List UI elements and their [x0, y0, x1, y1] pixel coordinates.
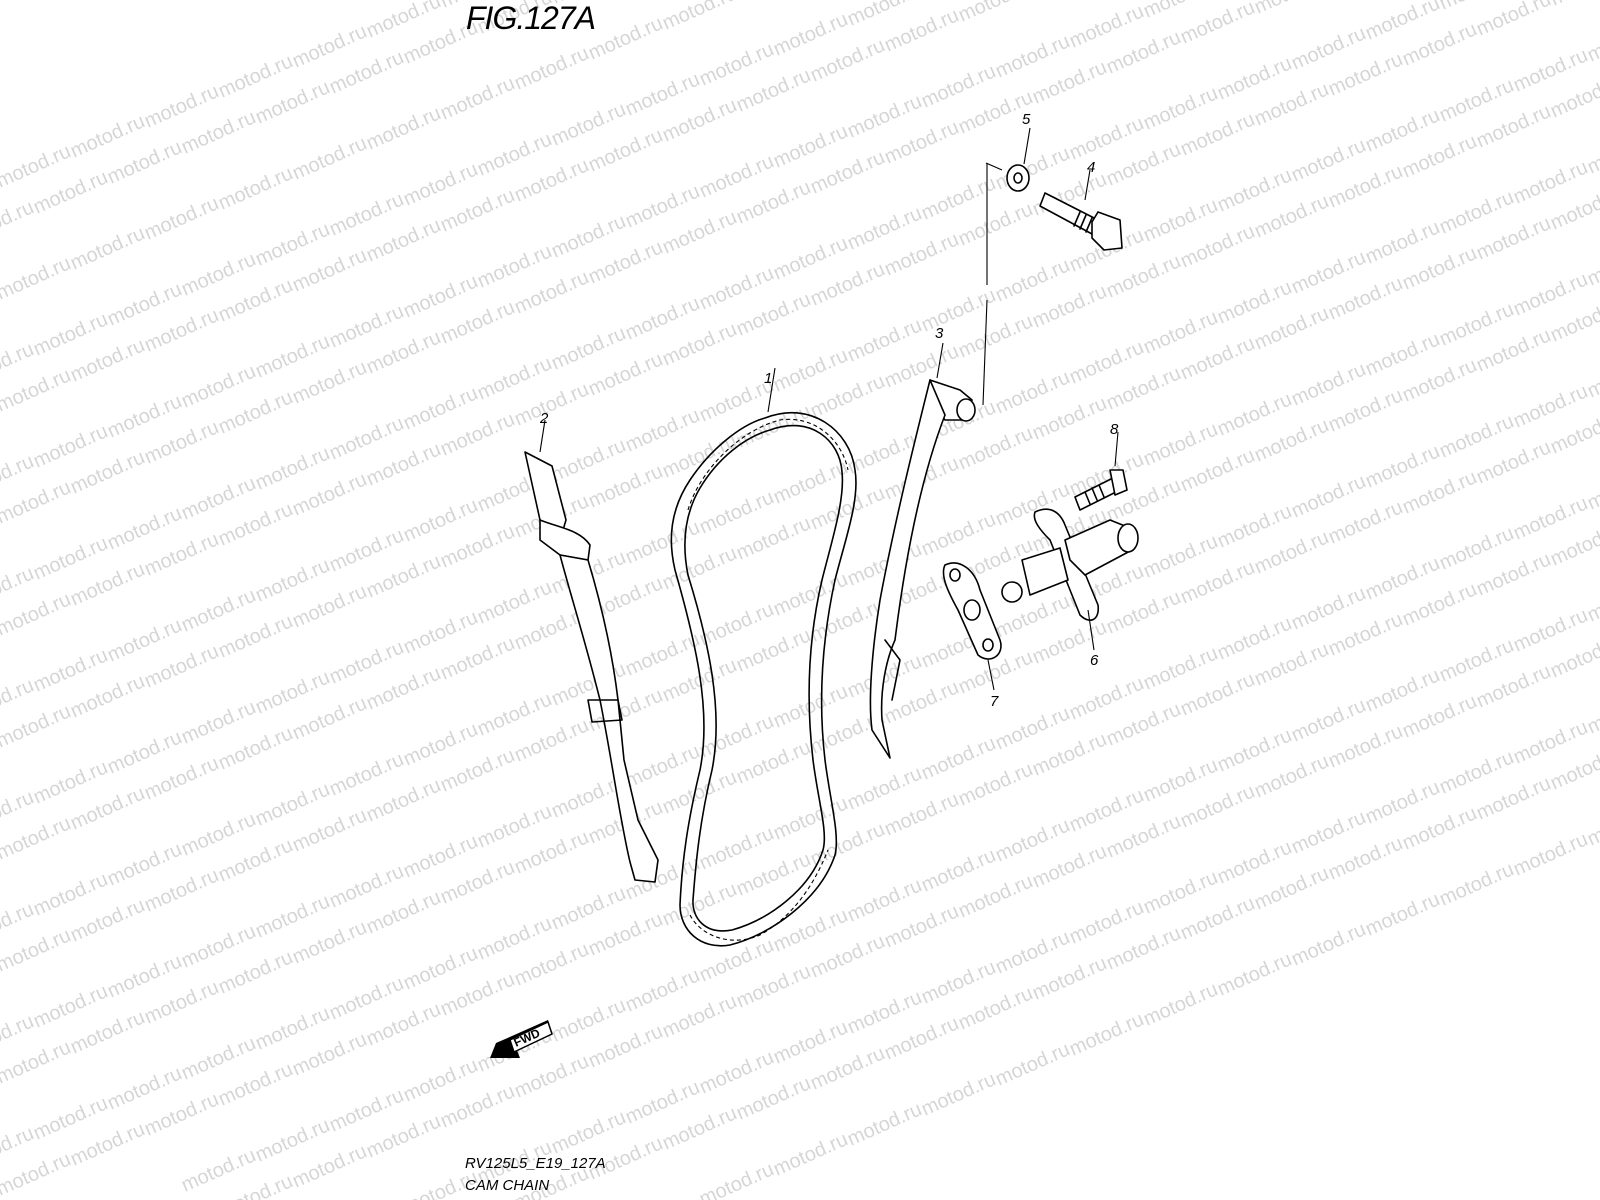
watermark-text: motod.ru	[0, 476, 74, 528]
watermark-text: motod.ru	[1547, 0, 1600, 11]
watermark-text: motod.ru	[67, 222, 148, 274]
cam-chain-tensioner: 6	[1001, 508, 1139, 669]
watermark-text: motod.ru	[1140, 978, 1221, 1030]
watermark-text: motod.ru	[0, 252, 74, 304]
watermark-text: motod.ru	[141, 192, 222, 244]
watermark-text: motod.ru	[1288, 918, 1369, 970]
chain-guide-right: 3	[869, 325, 976, 759]
watermark-text: motod.ru	[0, 1036, 74, 1088]
watermark-text: motod.ru	[1251, 0, 1332, 19]
figure-title: FIG.127A	[466, 0, 596, 36]
callout-1: 1	[764, 370, 772, 387]
diagram-name: CAM CHAIN	[465, 1177, 550, 1194]
watermark-text: motod.ru	[585, 12, 666, 64]
watermark-text: motod.ru	[0, 924, 74, 976]
callout-4: 4	[1087, 159, 1095, 176]
watermark-text: motod.ru	[1214, 948, 1295, 1000]
watermark-text: motod.ru	[1436, 858, 1517, 910]
watermark-text: motod.ru	[1177, 0, 1258, 49]
watermark-text: motod.ru	[955, 0, 1036, 27]
callout-6: 6	[1090, 652, 1099, 669]
cam-chain: 1	[670, 367, 857, 947]
tensioner-gasket: 7	[942, 562, 1002, 710]
watermark-text: motod.ru	[437, 72, 518, 124]
diagram-code: RV125L5_E19_127A	[465, 1155, 606, 1172]
watermark-text: motod.ru	[659, 0, 740, 35]
watermark-text: motod.ru	[0, 364, 74, 416]
watermark-text: motod.ru	[289, 132, 370, 184]
watermark-text: motod.ru	[0, 812, 74, 864]
watermark-text: motod.ru	[474, 0, 555, 39]
washer: 5	[1006, 111, 1031, 192]
watermark-text: motod.ru	[0, 1148, 74, 1200]
watermark-text: motod.ru	[992, 1038, 1073, 1090]
pivot-bolt: 4	[1039, 159, 1123, 251]
pivot-assembly-lines	[982, 162, 1003, 406]
tensioner-bolt: 8	[1074, 421, 1128, 511]
chain-guide-left: 2	[524, 410, 659, 883]
watermark-text: motod.ru	[918, 1068, 999, 1120]
watermark-text: motod.ru	[733, 0, 814, 5]
callout-8: 8	[1110, 421, 1119, 438]
watermark-text: motod.ru	[844, 1098, 925, 1150]
watermark-text: motod.ru	[770, 1128, 851, 1180]
watermark-text: motod.ru	[1510, 828, 1591, 880]
callout-5: 5	[1022, 111, 1031, 128]
watermark-text: motod.ru	[1066, 1008, 1147, 1060]
watermark-text: motod.ru	[1473, 0, 1554, 41]
watermark-text: motod.ru	[511, 42, 592, 94]
watermark-text: motod.ru	[1362, 888, 1443, 940]
watermark-text: motod.ru	[215, 162, 296, 214]
watermark-text: motod.ru	[0, 700, 74, 752]
watermark-text: motod.ru	[548, 0, 629, 9]
callout-7: 7	[990, 693, 999, 710]
watermark-text: motod.ru	[363, 102, 444, 154]
callout-2: 2	[539, 410, 549, 427]
callout-3: 3	[935, 325, 944, 342]
watermark-text: motod.ru	[0, 588, 74, 640]
watermark-text: motod.ru	[696, 1158, 777, 1200]
